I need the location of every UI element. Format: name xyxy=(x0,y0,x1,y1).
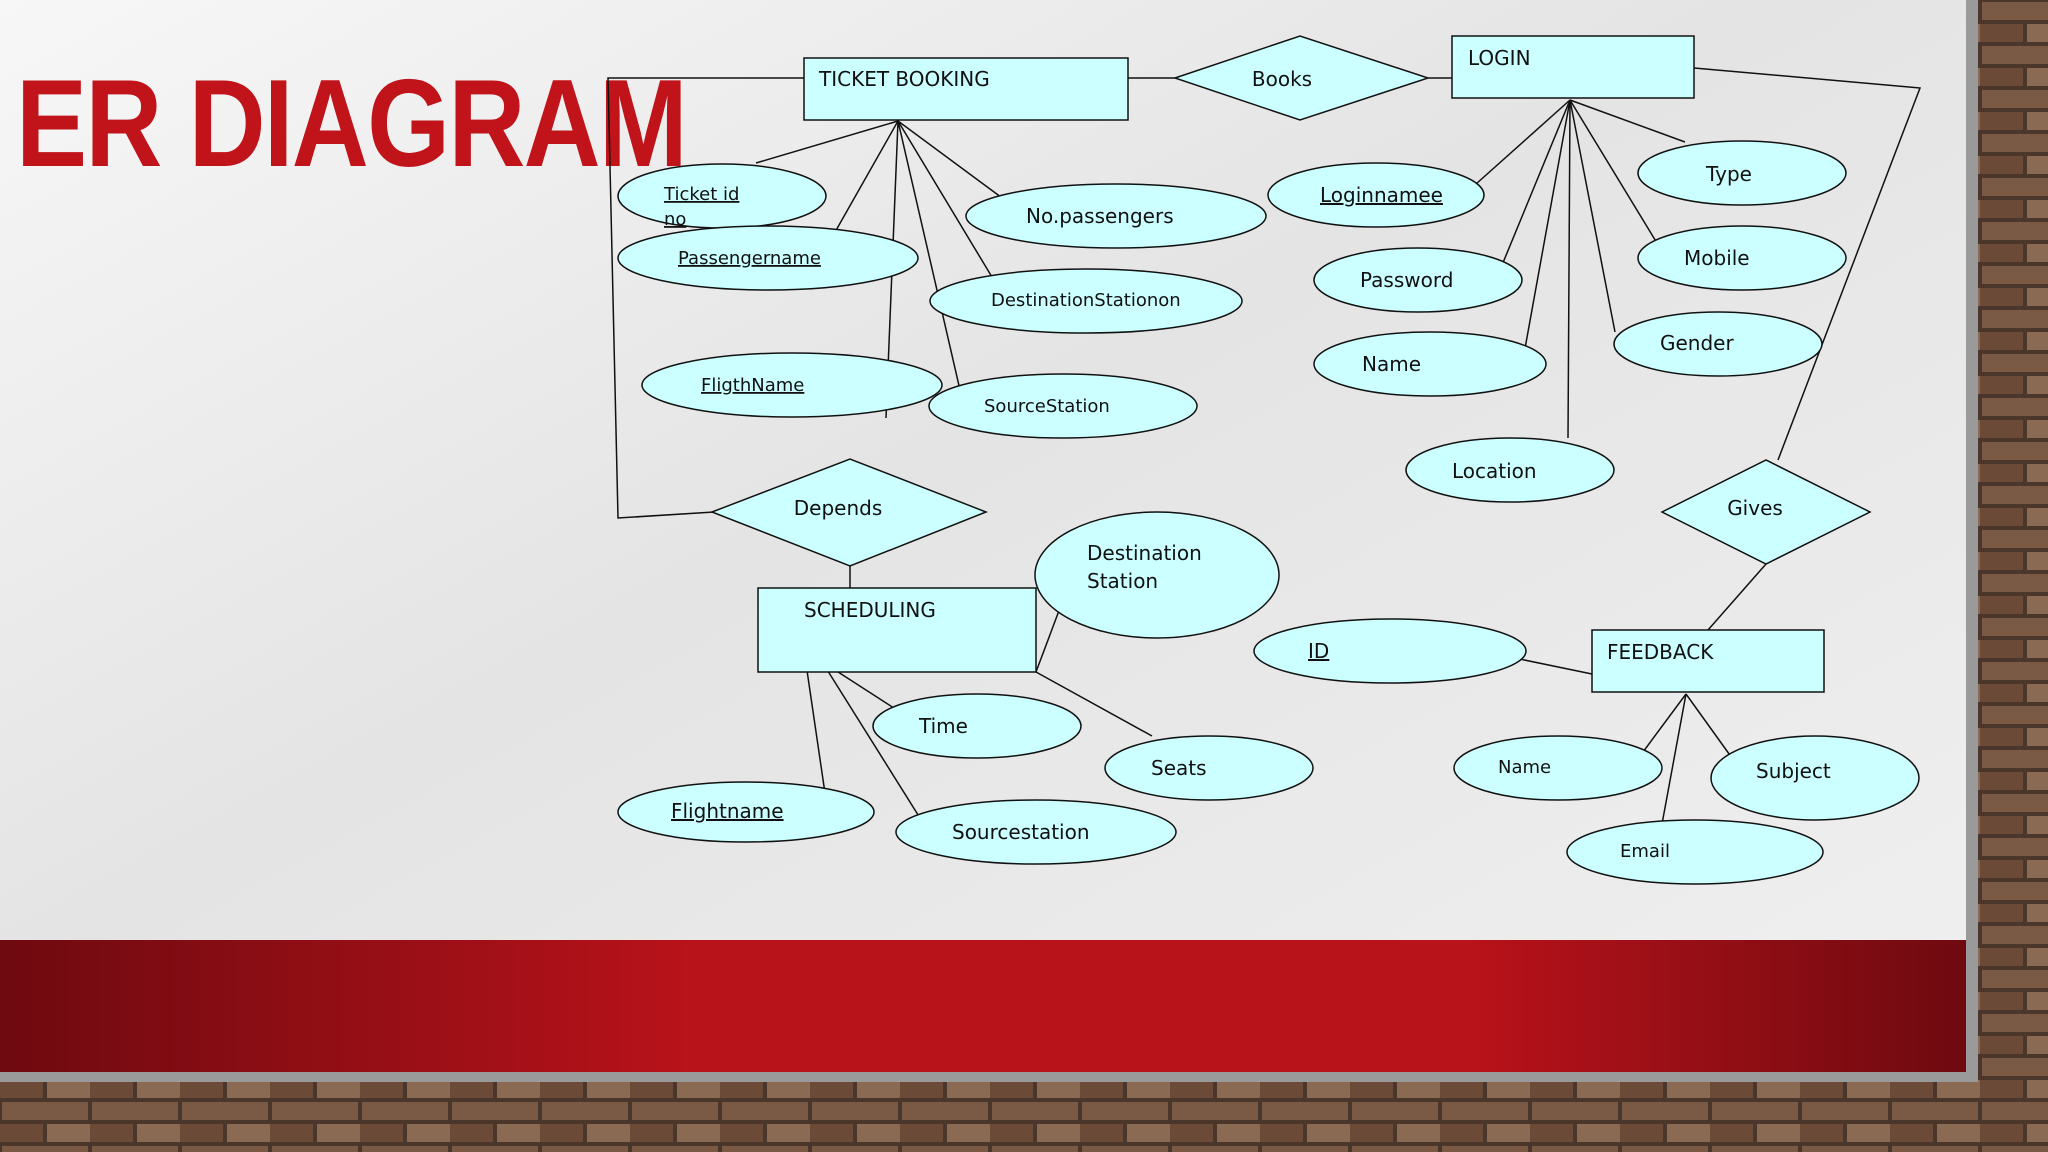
attribute-passengername: Passengername xyxy=(617,225,919,291)
attribute-time-label: Time xyxy=(918,714,968,738)
entity-feedback-label: FEEDBACK xyxy=(1607,640,1714,664)
attribute-destination-line2: Station xyxy=(1087,569,1158,593)
attribute-seats: Seats xyxy=(1104,735,1314,801)
attribute-fligth-name-label: FligthName xyxy=(701,375,804,396)
attribute-mobile-label: Mobile xyxy=(1684,246,1750,270)
attribute-ticket-id-line1: Ticket id xyxy=(663,184,739,205)
attribute-sourcestation: Sourcestation xyxy=(895,799,1177,865)
attribute-gender-label: Gender xyxy=(1660,331,1734,355)
attribute-flightname: Flightname xyxy=(617,781,875,843)
footer-band xyxy=(0,940,1966,1072)
attribute-no-passengers-label: No.passengers xyxy=(1026,204,1174,228)
slide-background xyxy=(0,0,1978,1082)
attribute-location-label: Location xyxy=(1452,459,1537,483)
relationship-books: Books xyxy=(1172,35,1431,121)
attribute-login-name-label: Name xyxy=(1362,352,1421,376)
attribute-email: Email xyxy=(1566,819,1824,885)
relationship-gives-label: Gives xyxy=(1727,496,1783,520)
attribute-passengername-label: Passengername xyxy=(678,248,821,269)
attribute-location: Location xyxy=(1405,437,1615,503)
attribute-destination-line1: Destination xyxy=(1087,541,1202,565)
attribute-ticket-id-line2: no xyxy=(664,209,686,230)
relationship-depends-label: Depends xyxy=(794,496,883,520)
connector-lines xyxy=(607,67,1922,825)
entity-login: LOGIN xyxy=(1451,35,1695,99)
attribute-fligth-name: FligthName xyxy=(641,352,943,418)
attribute-seats-label: Seats xyxy=(1151,756,1207,780)
attribute-mobile: Mobile xyxy=(1637,225,1847,291)
entity-ticket-booking-label: TICKET BOOKING xyxy=(818,67,990,91)
attribute-no-passengers: No.passengers xyxy=(965,183,1267,249)
attribute-password: Password xyxy=(1313,247,1523,313)
attribute-type: Type xyxy=(1637,140,1847,206)
entity-scheduling-label: SCHEDULING xyxy=(804,598,936,622)
attribute-gender: Gender xyxy=(1613,311,1823,377)
attribute-loginname-label: Loginnamee xyxy=(1320,183,1443,207)
attribute-source-station-label: SourceStation xyxy=(984,396,1110,417)
attribute-login-name: Name xyxy=(1313,331,1547,397)
attribute-ticket-id: Ticket id no xyxy=(617,163,827,230)
relationship-gives: Gives xyxy=(1660,459,1872,565)
attribute-destination-station-label: DestinationStationon xyxy=(991,290,1181,311)
entity-scheduling: SCHEDULING xyxy=(757,587,1037,673)
attribute-subject: Subject xyxy=(1710,735,1920,821)
attribute-subject-label: Subject xyxy=(1756,759,1831,783)
attribute-source-station: SourceStation xyxy=(928,373,1198,439)
entity-ticket-booking: TICKET BOOKING xyxy=(803,57,1129,121)
attribute-email-label: Email xyxy=(1620,841,1670,862)
attribute-flightname-label: Flightname xyxy=(671,799,784,823)
attribute-type-label: Type xyxy=(1705,162,1752,186)
attribute-feedback-name-label: Name xyxy=(1498,757,1551,778)
attribute-destination: Destination Station xyxy=(1034,511,1280,639)
attribute-destination-station: DestinationStationon xyxy=(929,268,1243,334)
attribute-loginname: Loginnamee xyxy=(1267,162,1485,228)
attribute-password-label: Password xyxy=(1360,268,1453,292)
relationship-books-label: Books xyxy=(1252,67,1312,91)
attribute-time: Time xyxy=(872,693,1082,759)
entity-feedback: FEEDBACK xyxy=(1591,629,1825,693)
slide-title: ER DIAGRAM xyxy=(16,55,688,193)
attribute-feedback-name: Name xyxy=(1453,735,1663,801)
relationship-depends: Depends xyxy=(709,458,989,567)
attribute-sourcestation-label: Sourcestation xyxy=(952,820,1090,844)
attribute-feedback-id: ID xyxy=(1253,618,1527,684)
attribute-feedback-id-label: ID xyxy=(1308,639,1329,663)
entity-login-label: LOGIN xyxy=(1468,46,1531,70)
